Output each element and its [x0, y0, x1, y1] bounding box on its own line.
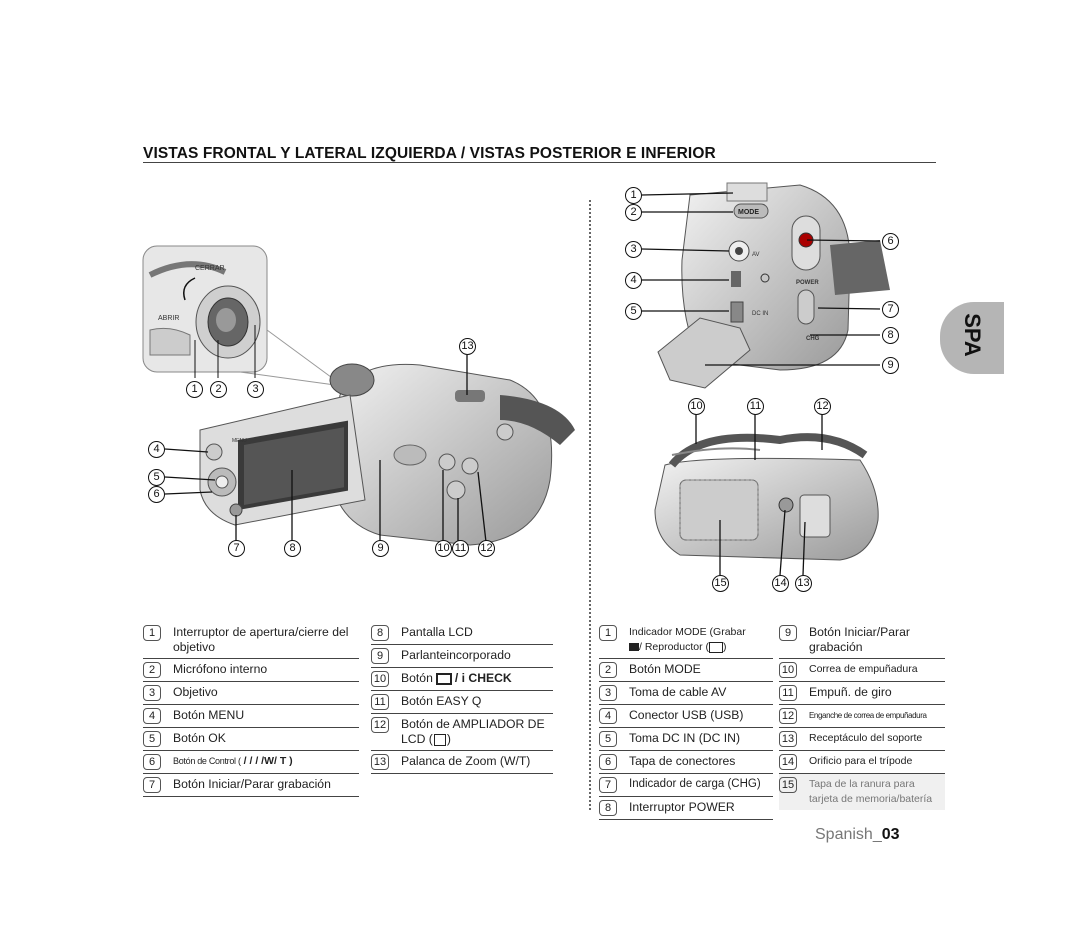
callout-front-9: 9: [372, 540, 389, 557]
callout-rear-1: 1: [625, 187, 642, 204]
front-leaders: [164, 355, 487, 543]
menu-label: MENU: [232, 438, 247, 444]
callout-rear-6: 6: [882, 233, 899, 250]
page-footer: Spanish_03: [815, 826, 900, 844]
callout-front-4: 4: [148, 441, 165, 458]
lcd-enhancer-icon: [433, 733, 446, 746]
callout-rear-5: 5: [625, 303, 642, 320]
av-label: AV: [752, 252, 760, 258]
callout-bottom-14: 14: [772, 575, 789, 592]
title-rule: [143, 162, 936, 163]
callout-rear-4: 4: [625, 272, 642, 289]
callout-front-8: 8: [284, 540, 301, 557]
page-title: VISTAS FRONTAL Y LATERAL IZQUIERDA / VIS…: [143, 145, 716, 162]
callout-front-11: 11: [452, 540, 469, 557]
callout-front-7: 7: [228, 540, 245, 557]
abrir-label: ABRIR: [158, 315, 179, 322]
display-icon: [435, 673, 452, 685]
callout-rear-9: 9: [882, 357, 899, 374]
dc-in-label: DC IN: [752, 311, 768, 317]
callout-rear-2: 2: [625, 204, 642, 221]
movie-icon: [629, 643, 639, 652]
cerrar-label: CERRAR: [195, 265, 225, 272]
rear-leaders: [641, 192, 881, 366]
callout-front-6: 6: [148, 486, 165, 503]
rear-camcorder: MODE AV DC IN POWER CHG: [657, 182, 890, 389]
callout-front-5: 5: [148, 469, 165, 486]
callout-bottom-13: 13: [795, 575, 812, 592]
callout-front-10: 10: [435, 540, 452, 557]
column-divider: [589, 200, 591, 810]
bottom-camcorder: [654, 433, 879, 561]
callout-front-13: 13: [459, 338, 476, 355]
callout-bottom-12: 12: [814, 398, 831, 415]
language-tab: SPA: [940, 302, 1004, 374]
play-icon: [709, 641, 724, 653]
callout-bottom-15: 15: [712, 575, 729, 592]
callout-front-2: 2: [210, 381, 227, 398]
footer-lang: Spanish_: [815, 826, 882, 843]
callout-front-3: 3: [247, 381, 264, 398]
mode-label: MODE: [738, 209, 759, 216]
callout-rear-3: 3: [625, 241, 642, 258]
footer-page-number: 03: [881, 826, 900, 843]
callout-bottom-10: 10: [688, 398, 705, 415]
bottom-leaders: [695, 413, 823, 576]
callout-bottom-11: 11: [747, 398, 764, 415]
chg-label: CHG: [806, 336, 820, 342]
callout-front-12: 12: [478, 540, 495, 557]
callout-rear-8: 8: [882, 327, 899, 344]
lens-inset: CERRAR ABRIR: [142, 245, 336, 386]
callout-rear-7: 7: [882, 301, 899, 318]
power-label: POWER: [796, 280, 819, 286]
front-camcorder: MENU: [199, 363, 575, 546]
callout-front-1: 1: [186, 381, 203, 398]
icheck-label: / i CHECK: [454, 671, 512, 685]
control-symbols: / / / /W/ T ): [243, 755, 293, 767]
